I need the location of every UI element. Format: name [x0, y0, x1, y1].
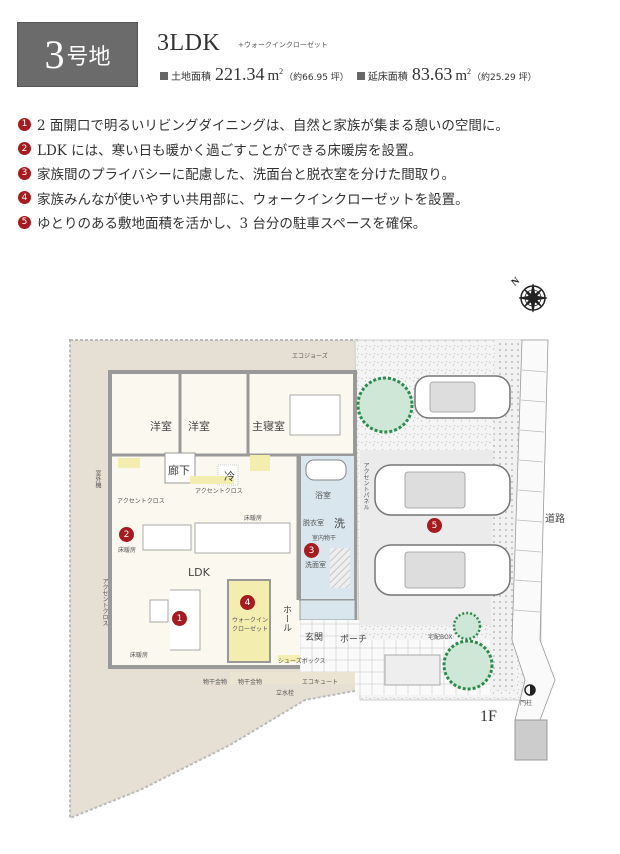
faucet-label: 立水栓 [276, 690, 295, 697]
room-western-2: 洋室 [188, 420, 210, 433]
marker-badge: 5 [18, 215, 31, 229]
land-area-label: 土地面積 [171, 72, 211, 83]
floor-area-tsubo: （約25.29 坪） [471, 73, 537, 83]
floor-area-value: 83.63 [411, 64, 453, 84]
feature-item: 3 家族間のプライバシーに配慮した、洗面台と脱衣室を分けた間取り。 [18, 161, 509, 186]
accent-cross-label-1: アクセントクロス [117, 498, 165, 505]
floor-area-label: 延床面積 [367, 72, 408, 83]
feature-item: 4 家族みんなが使いやすい共用部に、ウォークインクローゼットを設置。 [18, 186, 509, 211]
fridge-label: 冷 [224, 470, 235, 483]
land-area-tsubo: （約66.95 坪） [284, 73, 349, 83]
marker-badge: 2 [119, 527, 134, 542]
accent-cross-label-3: アクセントクロス [101, 578, 108, 626]
lot-number: 3 [44, 31, 65, 77]
floor-heating-label-3: 床暖房 [130, 652, 149, 659]
room-porch: ポーチ [340, 635, 368, 645]
marker-badge: 1 [18, 117, 31, 131]
room-bath: 浴室 [315, 491, 331, 500]
marker-badge: 3 [304, 543, 319, 558]
room-hallway: 廊下 [168, 464, 190, 477]
room-dressing: 脱衣室 [303, 519, 324, 527]
room-ldk: LDK [188, 566, 210, 579]
feature-text: 家族みんなが使いやすい共用部に、ウォークインクローゼットを設置。 [37, 191, 469, 208]
gate-light-label: 門柱 [520, 700, 533, 707]
marker-badge: 5 [427, 518, 442, 533]
outdoor-unit-label: 室外機 [94, 470, 101, 488]
road-label: 道路 [545, 514, 565, 525]
land-area-value: 221.34 [215, 64, 265, 84]
floor-label: 1F [480, 708, 497, 725]
floor-area-unit: m2 [455, 67, 471, 84]
feature-text: LDK には、寒い日も暖かく過ごすことができる床暖房を設置。 [37, 142, 423, 159]
feature-item: 1 2 面開口で明るいリビングダイニングは、自然と家族が集まる憩いの空間に。 [18, 112, 509, 137]
svg-text:N: N [509, 275, 522, 289]
plan-type: 3LDK [157, 30, 221, 56]
square-bullet-icon [160, 72, 168, 80]
eco-cute-label: エコキュート [302, 679, 339, 686]
room-washroom: 洗面室 [305, 561, 326, 569]
plan-subtitle: +ウォークインクローゼット [238, 41, 328, 49]
marker-badge: 4 [240, 595, 255, 610]
accent-panel-label: アクセントパネル [362, 462, 369, 510]
room-entrance: 玄関 [305, 633, 324, 643]
indoor-dry-label: 室内物干 [312, 535, 337, 542]
square-bullet-icon [356, 72, 365, 80]
area-summary: 土地面積 221.34 m2 （約66.95 坪） 延床面積 83.63 m2 … [160, 64, 545, 85]
shoe-box-label: シューズボックス [278, 658, 326, 665]
ecojoes-label: エコジョーズ [292, 353, 328, 360]
land-area-unit: m2 [267, 67, 284, 84]
compass-rose-icon: N [509, 275, 548, 313]
floor-heating-label-2: 床暖房 [244, 515, 263, 522]
marker-badge: 2 [18, 142, 31, 156]
drying-hardware-label-2: 物干金物 [238, 679, 263, 686]
accent-cross-label-2: アクセントクロス [195, 488, 243, 495]
feature-text: 家族間のプライバシーに配慮した、洗面台と脱衣室を分けた間取り。 [37, 167, 455, 184]
tree-icon [356, 376, 494, 691]
marker-badge: 4 [18, 191, 31, 205]
room-hall: ホール [281, 605, 291, 632]
drying-hardware-label-1: 物干金物 [203, 679, 228, 686]
feature-text: 2 面開口で明るいリビングダイニングは、自然と家族が集まる憩いの空間に。 [37, 118, 509, 135]
lot-suffix: 号地 [66, 44, 111, 70]
feature-item: 5 ゆとりのある敷地面積を活かし、3 台分の駐車スペースを確保。 [18, 210, 509, 235]
wash-label: 洗 [334, 517, 345, 530]
feature-text: ゆとりのある敷地面積を活かし、3 台分の駐車スペースを確保。 [37, 216, 427, 233]
delivery-box-label: 宅配BOX [428, 634, 453, 641]
floor-heating-label-1: 床暖房 [118, 547, 137, 554]
marker-badge: 1 [172, 611, 187, 626]
room-master-bedroom: 主寝室 [252, 420, 285, 433]
feature-item: 2 LDK には、寒い日も暖かく過ごすことができる床暖房を設置。 [18, 137, 509, 162]
room-walk-in-closet: ウォークイン クローゼット [232, 617, 269, 633]
room-western-1: 洋室 [150, 420, 172, 433]
marker-badge: 3 [18, 166, 31, 180]
